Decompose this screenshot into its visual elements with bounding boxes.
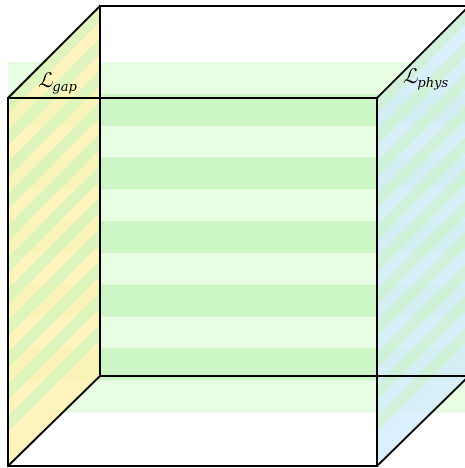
face-diagonal-stripe xyxy=(377,133,465,242)
edge-top-left xyxy=(7,5,101,99)
face-diagonal-stripe xyxy=(377,324,465,433)
face-diagonal-stripe xyxy=(377,228,465,337)
label-gap-subscript: gap xyxy=(52,80,77,95)
face-diagonal-stripe xyxy=(8,6,100,114)
face-diagonal-stripe xyxy=(8,37,100,146)
face-diagonal-stripe xyxy=(377,6,465,114)
label-gap: ℒgap xyxy=(38,68,77,95)
face-diagonal-stripe xyxy=(8,165,100,273)
label-phys: ℒphys xyxy=(403,64,448,91)
left-face-diagonal-stripes xyxy=(8,6,100,433)
face-diagonal-stripe xyxy=(377,292,465,401)
face-diagonal-stripe xyxy=(377,165,465,273)
edge-bottom-left xyxy=(7,375,101,467)
face-diagonal-stripe xyxy=(8,260,100,369)
back-square xyxy=(99,5,465,377)
face-diagonal-stripe xyxy=(377,69,465,178)
label-phys-subscript: phys xyxy=(417,76,448,91)
edge-bottom-right xyxy=(376,378,465,467)
face-diagonal-stripe xyxy=(8,324,100,433)
face-diagonal-stripe xyxy=(8,292,100,401)
front-square xyxy=(7,97,378,467)
edge-top-right xyxy=(376,8,465,99)
face-diagonal-stripe xyxy=(8,69,100,178)
label-phys-symbol: ℒ xyxy=(403,64,418,88)
face-diagonal-stripe xyxy=(377,37,465,146)
face-diagonal-stripe xyxy=(377,260,465,369)
label-gap-symbol: ℒ xyxy=(38,68,53,92)
face-diagonal-stripe xyxy=(377,101,465,210)
right-face-diagonal-stripes xyxy=(377,6,465,433)
face-diagonal-stripe xyxy=(377,196,465,305)
face-diagonal-stripe xyxy=(8,228,100,337)
face-diagonal-stripe xyxy=(8,101,100,210)
face-diagonal-stripe xyxy=(8,196,100,305)
face-diagonal-stripe xyxy=(8,133,100,242)
cube-edges xyxy=(7,5,465,467)
